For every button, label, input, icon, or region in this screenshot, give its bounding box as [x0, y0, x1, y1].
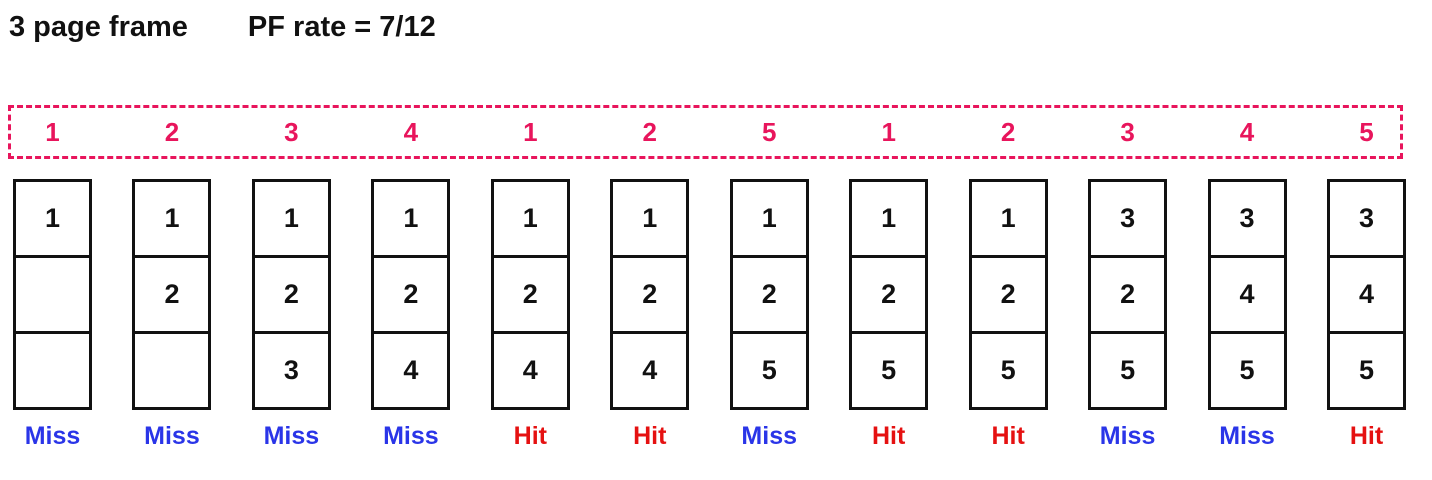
result-label: Hit [1349, 422, 1384, 450]
reference-string-box: 1 2 3 4 1 2 5 1 2 3 4 5 [8, 105, 1403, 159]
reference-number: 4 [403, 116, 419, 147]
frame-cell: 1 [522, 203, 538, 233]
frame-cell: 2 [493, 255, 567, 331]
frame-cell [16, 331, 89, 407]
frame-cell: 2 [613, 255, 687, 331]
frame-cell: 2 [852, 255, 926, 331]
reference-number: 4 [1239, 116, 1255, 147]
reference-number: 5 [761, 116, 777, 147]
frame-cell: 5 [1091, 331, 1165, 407]
frame-cell: 2 [254, 255, 328, 331]
result-label: Miss [1219, 422, 1275, 450]
frame-cell [16, 255, 89, 331]
frame-cell: 3 [1358, 203, 1374, 233]
frame-cell: 4 [613, 331, 687, 407]
reference-number: 2 [1000, 116, 1016, 147]
reference-number: 1 [523, 116, 538, 147]
frame-cell: 4 [1329, 255, 1403, 331]
reference-number: 1 [45, 116, 60, 147]
frame-cell: 3 [254, 331, 328, 407]
frame-cell: 5 [1329, 331, 1403, 407]
frame-cell: 3 [1239, 203, 1255, 233]
page-fault-rate-label: PF rate = 7/12 [247, 11, 436, 43]
frame-cell: 1 [642, 203, 658, 233]
result-label: Hit [513, 422, 547, 450]
reference-number: 3 [1120, 116, 1135, 147]
frame-cell: 2 [1091, 255, 1165, 331]
result-label: Miss [741, 422, 798, 450]
reference-number: 1 [881, 116, 896, 147]
result-label: Miss [383, 422, 439, 450]
frame-cell: 2 [732, 255, 806, 331]
frame-cell: 1 [881, 203, 897, 233]
results-row: Miss Miss Miss Miss Hit Hit Miss Hit Hit Miss Miss… [13, 422, 1406, 451]
frame-column: 1 [13, 179, 92, 410]
result-label: Hit [991, 422, 1025, 450]
reference-number: 5 [1359, 116, 1374, 147]
diagram-title-row: 3 page frame PF rate = 7/12 [0, 0, 1432, 44]
frame-cell: 1 [403, 203, 419, 233]
frame-cell: 1 [761, 203, 777, 233]
result-label: Miss [24, 422, 81, 450]
frame-cell: 5 [852, 331, 926, 407]
result-label: Miss [263, 422, 320, 450]
frame-cell: 1 [283, 203, 299, 233]
frame-cell: 1 [164, 203, 180, 233]
frame-cell: 4 [493, 331, 567, 407]
frame-cell: 5 [971, 331, 1045, 407]
frame-cell: 3 [1120, 203, 1136, 233]
reference-number: 2 [164, 116, 180, 147]
frame-cell: 5 [1210, 331, 1284, 407]
result-label: Miss [144, 422, 200, 450]
frame-cell: 5 [732, 331, 806, 407]
result-label: Miss [1099, 422, 1156, 450]
result-label: Hit [633, 422, 667, 450]
frame-cell: 2 [135, 255, 209, 331]
frame-cell: 4 [1210, 255, 1284, 331]
reference-number: 3 [284, 116, 299, 147]
frame-cell: 1 [44, 203, 61, 233]
frame-cell: 1 [1000, 203, 1016, 233]
result-label: Hit [872, 422, 906, 450]
frame-cell [135, 331, 209, 407]
reference-number: 2 [642, 116, 657, 147]
frame-cell: 2 [374, 255, 448, 331]
frame-cell: 2 [971, 255, 1045, 331]
frame-cell: 4 [374, 331, 448, 407]
page-frame-count-label: 3 page frame [9, 11, 188, 43]
reference-string-row: 1 2 3 4 1 2 5 1 2 3 4 5 [13, 108, 1406, 156]
